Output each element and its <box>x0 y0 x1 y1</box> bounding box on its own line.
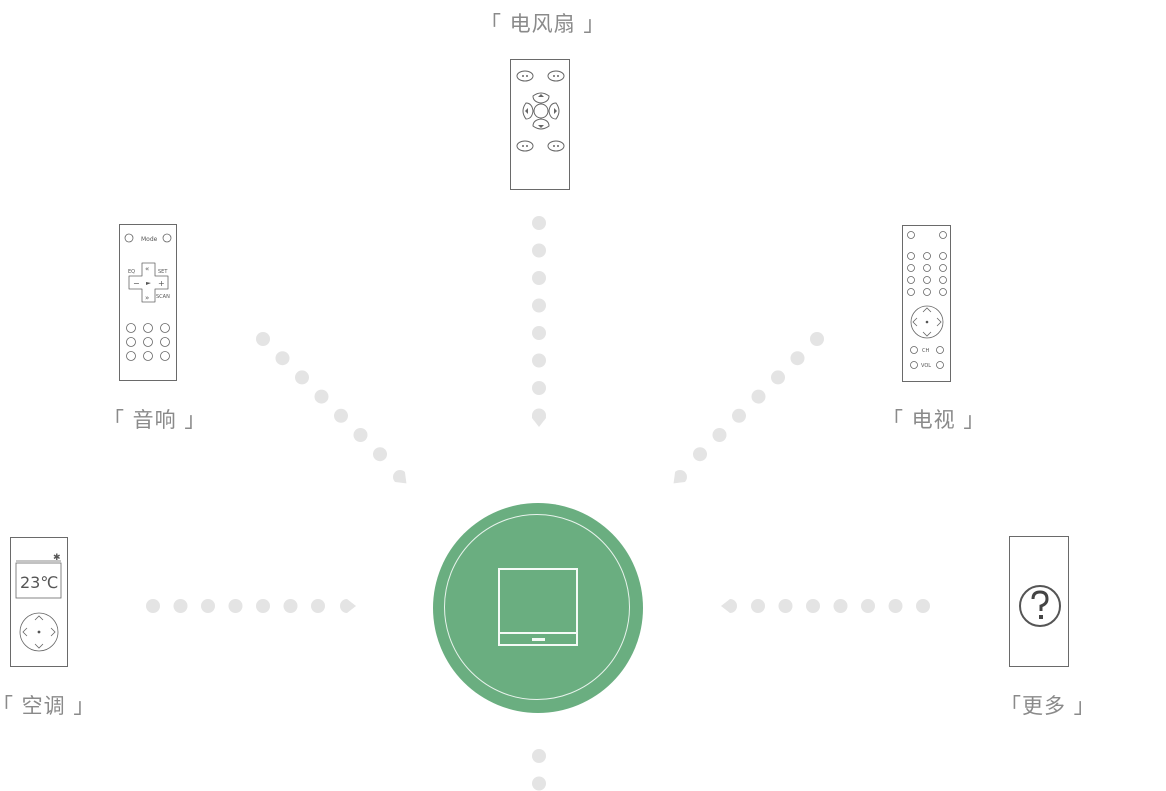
question-icon <box>1019 585 1061 627</box>
more-label: 「更多 」 <box>1000 694 1096 718</box>
tv-remote-icon: CH VOL <box>907 231 947 369</box>
connector-dot <box>201 599 215 613</box>
connector-dot <box>693 447 707 462</box>
connector-dot <box>778 599 793 613</box>
ac-remote[interactable]: ✱ 23℃ <box>10 537 68 667</box>
connector-dot <box>334 408 348 423</box>
ac-label: 「 空调 」 <box>0 694 96 718</box>
tv-ch-text: CH <box>922 348 929 354</box>
connector-arrow <box>673 470 687 484</box>
connector-dot <box>532 326 546 340</box>
connector-dot <box>806 599 820 613</box>
connector-arrow <box>721 599 737 613</box>
tv-vol-text: VOL <box>921 363 931 369</box>
connector-dot <box>295 370 309 385</box>
connector-dot <box>771 370 785 385</box>
svg-text:»: » <box>145 294 149 302</box>
connector-dot <box>790 351 805 366</box>
connector-dot <box>916 599 930 613</box>
audio-set-text: SET <box>158 269 168 275</box>
connector-dot <box>256 599 270 613</box>
connector-dot <box>532 381 546 395</box>
connector-dot <box>712 428 727 442</box>
connector-dot <box>532 271 546 285</box>
connector-dot <box>751 389 766 404</box>
audio-remote[interactable]: Mode EQ SET SCAN « » − + <box>119 224 177 381</box>
connector-dot <box>532 776 546 791</box>
connector-dot <box>275 351 290 366</box>
tv-remote[interactable]: CH VOL <box>902 225 951 382</box>
fan-remote-icon <box>516 70 565 152</box>
ac-remote-icon: ✱ 23℃ <box>15 553 62 652</box>
connector-arrow <box>392 470 407 484</box>
connector-dot <box>353 428 368 442</box>
audio-label: 「 音响 」 <box>103 408 207 432</box>
audio-mode-text: Mode <box>141 236 158 243</box>
connector-dot <box>532 216 546 230</box>
audio-remote-icon: Mode EQ SET SCAN « » − + <box>124 233 172 361</box>
connector-arrow <box>532 411 546 427</box>
connector-dot <box>888 599 903 613</box>
connector-dot <box>532 243 546 258</box>
connector-dot <box>173 599 188 613</box>
hub-ring <box>444 514 630 700</box>
svg-text:−: − <box>133 279 140 288</box>
connector-dot <box>228 599 243 613</box>
connector-dot <box>256 332 270 346</box>
connector-dot <box>810 332 824 346</box>
connector-dot <box>833 599 848 613</box>
connector-dot <box>751 599 765 613</box>
connector-arrow <box>340 599 356 613</box>
connector-dot <box>732 408 746 423</box>
svg-text:«: « <box>145 265 149 273</box>
connector-dot <box>373 447 387 462</box>
connector-dot <box>532 298 546 313</box>
more-device[interactable] <box>1009 536 1069 667</box>
ac-temperature: 23℃ <box>20 573 58 592</box>
connector-dot <box>861 599 875 613</box>
svg-text:+: + <box>158 279 165 288</box>
connector-dot <box>532 749 546 763</box>
connector-dot <box>532 353 546 368</box>
fan-remote[interactable] <box>510 59 570 190</box>
tv-label: 「 电视 」 <box>882 408 986 432</box>
hub-panel-icon <box>498 568 578 646</box>
svg-text:✱: ✱ <box>53 553 61 563</box>
smart-hub[interactable] <box>433 503 643 713</box>
connector-dot <box>311 599 325 613</box>
connector-dot <box>283 599 298 613</box>
audio-eq-text: EQ <box>128 269 135 275</box>
connector-dot <box>314 389 329 404</box>
audio-scan-text: SCAN <box>156 294 170 300</box>
connector-dot <box>146 599 160 613</box>
fan-label: 「 电风扇 」 <box>480 12 606 36</box>
